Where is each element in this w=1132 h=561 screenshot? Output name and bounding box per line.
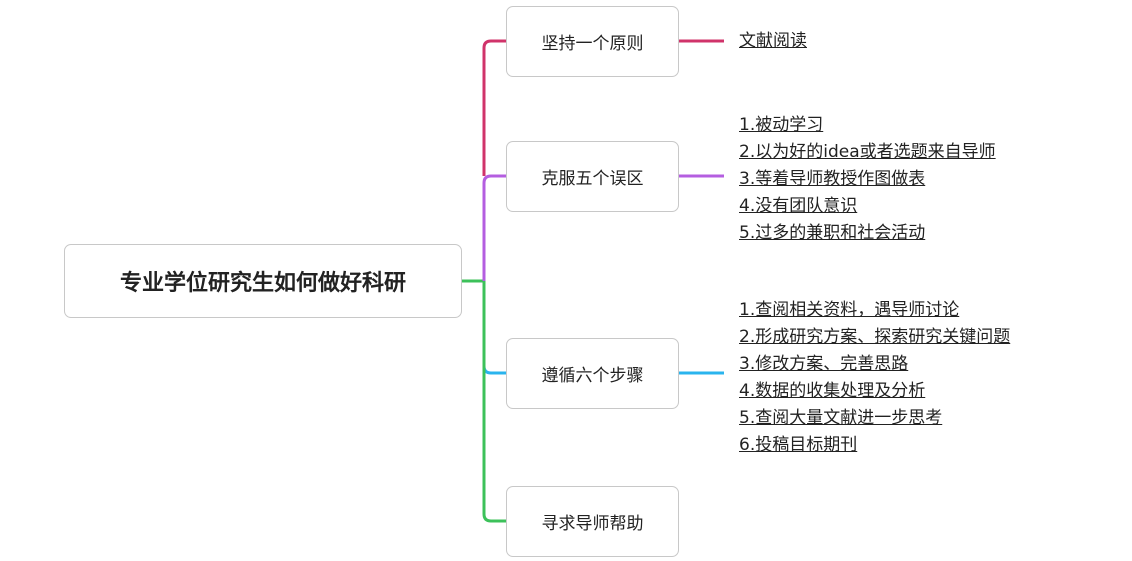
- root-node[interactable]: 专业学位研究生如何做好科研: [64, 244, 462, 318]
- leaf-item[interactable]: 3.等着导师教授作图做表: [739, 169, 926, 189]
- leaf-item[interactable]: 4.没有团队意识: [739, 196, 858, 216]
- branch-label: 遵循六个步骤: [541, 366, 644, 386]
- branch-node-principle[interactable]: 坚持一个原则: [506, 6, 679, 77]
- leaf-item[interactable]: 3.修改方案、完善思路: [739, 354, 909, 374]
- leaf-item[interactable]: 1.查阅相关资料，遇导师讨论: [739, 300, 960, 320]
- leaf-item[interactable]: 1.被动学习: [739, 115, 824, 135]
- leaf-item[interactable]: 4.数据的收集处理及分析: [739, 381, 926, 401]
- leaf-item[interactable]: 5.查阅大量文献进一步思考: [739, 408, 943, 428]
- branch-node-advisor-help[interactable]: 寻求导师帮助: [506, 486, 679, 557]
- leaf-item[interactable]: 2.以为好的idea或者选题来自导师: [739, 142, 996, 162]
- branch-label: 克服五个误区: [541, 169, 644, 189]
- root-label: 专业学位研究生如何做好科研: [119, 271, 406, 296]
- leaf-item[interactable]: 5.过多的兼职和社会活动: [739, 223, 926, 243]
- connector-branch-4: [482, 281, 506, 523]
- branch-label: 坚持一个原则: [541, 34, 644, 54]
- connector-branch-1: [482, 39, 506, 176]
- branch-label: 寻求导师帮助: [541, 514, 644, 534]
- leaf-item[interactable]: 6.投稿目标期刊: [739, 435, 858, 455]
- connector-branch-2: [482, 174, 506, 281]
- branch-node-steps[interactable]: 遵循六个步骤: [506, 338, 679, 409]
- branch-node-misconceptions[interactable]: 克服五个误区: [506, 141, 679, 212]
- leaf-item[interactable]: 文献阅读: [739, 31, 807, 51]
- connector-branch-3: [482, 365, 506, 375]
- leaf-item[interactable]: 2.形成研究方案、探索研究关键问题: [739, 327, 1011, 347]
